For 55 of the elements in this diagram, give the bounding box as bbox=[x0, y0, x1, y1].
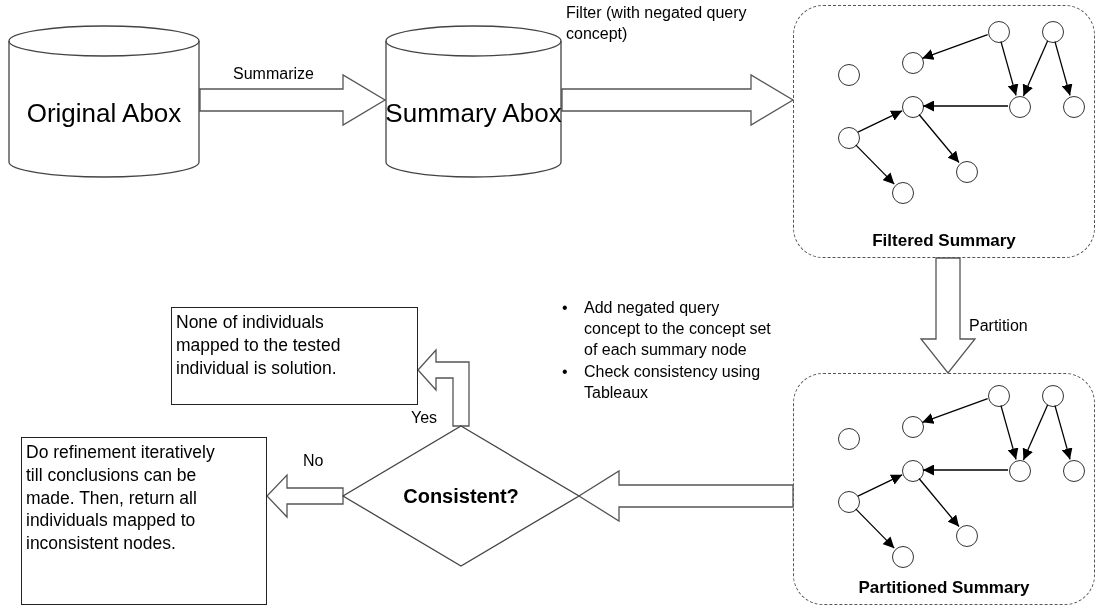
graph-node-circle bbox=[838, 491, 860, 513]
block-arrow bbox=[417, 348, 470, 427]
block-arrow bbox=[266, 473, 344, 519]
arrow bbox=[1054, 404, 1073, 461]
graph-node-circle bbox=[1009, 460, 1031, 482]
arrow bbox=[918, 477, 960, 528]
block-arrow bbox=[561, 73, 795, 127]
graph-node-circle bbox=[902, 96, 924, 118]
arrow bbox=[921, 34, 989, 60]
graph-node-circle bbox=[956, 525, 978, 547]
graph-node-circle bbox=[838, 428, 860, 450]
graph-node-circle bbox=[838, 64, 860, 86]
text-box: Do refinement iteratively till conclusions can be made. Then, return all individuals mapped to inconsistent nodes. bbox=[21, 437, 267, 605]
block-arrow bbox=[199, 73, 387, 127]
arrow bbox=[922, 100, 1009, 112]
graph-node-circle bbox=[902, 460, 924, 482]
panel-title: Partitioned Summary bbox=[857, 578, 1031, 598]
arrow bbox=[922, 464, 1009, 476]
block-arrow bbox=[919, 257, 977, 375]
arrow bbox=[855, 508, 895, 549]
graph-node-circle bbox=[988, 21, 1010, 43]
graph-node-circle bbox=[892, 182, 914, 204]
graph-node-circle bbox=[892, 546, 914, 568]
graph-node-circle bbox=[838, 127, 860, 149]
arrow bbox=[1022, 40, 1049, 97]
arrow bbox=[918, 113, 960, 164]
decision-label: Consistent? bbox=[403, 484, 519, 508]
graph-node-circle bbox=[1063, 96, 1085, 118]
bullet-text: Add negated query concept to the concept set of each summary node bbox=[584, 298, 772, 360]
bullet-marker: • bbox=[562, 298, 569, 318]
arrow bbox=[855, 144, 895, 185]
block-arrow bbox=[577, 469, 794, 523]
arrow bbox=[1022, 404, 1049, 461]
bullet-text: Check consistency using Tableaux bbox=[584, 362, 762, 404]
graph-node-circle bbox=[988, 385, 1010, 407]
graph-node-circle bbox=[956, 161, 978, 183]
graph-panel bbox=[793, 373, 1095, 605]
graph-node-circle bbox=[1042, 385, 1064, 407]
graph-node-circle bbox=[1009, 96, 1031, 118]
arrow bbox=[857, 110, 903, 133]
node-label: Summary Abox bbox=[385, 98, 562, 129]
arrow bbox=[921, 398, 989, 424]
panel-title: Filtered Summary bbox=[871, 231, 1017, 251]
graph-node-circle bbox=[1063, 460, 1085, 482]
arrow bbox=[1000, 404, 1019, 461]
node-label: Original Abox bbox=[26, 98, 182, 129]
graph-panel bbox=[793, 5, 1095, 258]
text-box: None of individuals mapped to the tested individual is solution. bbox=[171, 307, 418, 405]
arrow bbox=[1054, 40, 1073, 97]
graph-node-circle bbox=[902, 416, 924, 438]
graph-node-circle bbox=[902, 52, 924, 74]
bullet-marker: • bbox=[562, 362, 569, 383]
arrow bbox=[1000, 40, 1019, 97]
graph-node-circle bbox=[1042, 21, 1064, 43]
arrow bbox=[857, 474, 903, 497]
